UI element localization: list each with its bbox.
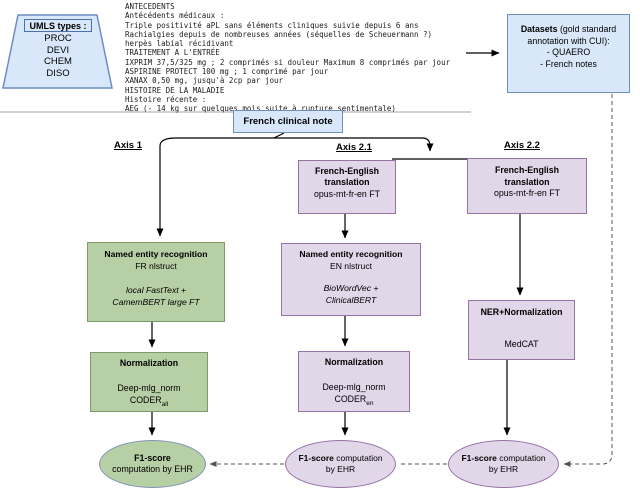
ner-axis1-models: local FastText + CamemBERT large FT — [112, 285, 200, 307]
translation-box-axis22: French-English translation opus-mt-fr-en… — [467, 158, 587, 214]
f1-ellipse-axis1: F1-score computation by EHR — [99, 440, 206, 488]
translation21-title2: translation — [324, 177, 370, 188]
translation21-title1: French-English — [314, 166, 380, 176]
french-clinical-note-box: French clinical note — [233, 110, 343, 133]
norm-axis21-coder: CODERen — [299, 393, 409, 410]
f1-axis1-line2: computation by EHR — [112, 464, 193, 474]
dashed-datasets-to-f1-axis22 — [563, 94, 613, 467]
f1-ellipse-axis21: F1-score computation by EHR — [285, 440, 396, 488]
f1-axis22-bold: F1-score — [461, 453, 497, 464]
f1-axis1-line1: F1-score — [134, 453, 171, 464]
norm-axis21-coder-sub: en — [366, 399, 374, 407]
f1-axis21-line1: F1-score computation — [298, 453, 382, 464]
norm-axis1-title: Normalization — [119, 358, 179, 368]
ner-box-axis21: Named entity recognition EN nlstruct Bio… — [281, 243, 421, 316]
translation22-title2: translation — [504, 176, 550, 187]
ner-axis21-models: BioWordVec + ClinicalBERT — [323, 283, 379, 305]
norm-axis21-model: Deep-mlg_norm — [322, 382, 386, 392]
axis2-1-label: Axis 2.1 — [336, 142, 372, 153]
norm-axis21-coder-base: CODER — [334, 394, 367, 404]
norm-axis1-coder: CODERall — [91, 394, 207, 411]
axis1-label: Axis 1 — [114, 140, 142, 151]
datasets-item-french-notes: - French notes — [540, 58, 597, 69]
translation21-model: opus-mt-fr-en FT — [314, 188, 380, 199]
datasets-item-quaero: - QUAERO — [546, 47, 591, 58]
medcat-box-title: NER+Normalization — [480, 307, 563, 317]
axis2-2-label: Axis 2.2 — [504, 140, 540, 151]
f1-axis22-line1: F1-score computation — [461, 453, 545, 464]
f1-axis22-line2: by EHR — [488, 464, 519, 474]
f1-ellipse-axis22: F1-score computation by EHR — [448, 440, 559, 488]
translation22-model: opus-mt-fr-en FT — [494, 188, 560, 199]
translation-box-axis21: French-English translation opus-mt-fr-en… — [298, 160, 396, 214]
datasets-title-rest: (gold standard annotation with CUI): — [527, 24, 617, 46]
ner-axis1-framework: FR nlstruct — [135, 261, 177, 271]
clinical-note-text: ANTECEDENTS Antécédents médicaux : Tripl… — [125, 2, 451, 114]
f1-axis21-rest: computation — [333, 453, 383, 464]
f1-axis21-line2: by EHR — [325, 464, 356, 474]
ner-axis21-framework: EN nlstruct — [329, 261, 373, 271]
arrow-note-to-axis1 — [156, 132, 285, 237]
f1-axis22-rest: computation — [496, 453, 546, 464]
umls-types-label: UMLS types : — [24, 19, 92, 32]
ner-norm-box-axis22: NER+Normalization MedCAT — [468, 300, 575, 360]
datasets-title-bold: Datasets — [520, 24, 558, 34]
f1-axis21-bold: F1-score — [298, 453, 334, 464]
datasets-box: Datasets (gold standard annotation with … — [507, 14, 630, 93]
norm-axis1-coder-sub: all — [161, 400, 169, 408]
ner-axis1-title: Named entity recognition — [104, 249, 208, 259]
ner-axis21-title: Named entity recognition — [299, 249, 403, 259]
translation22-title1: French-English — [494, 165, 560, 175]
umls-types-list: PROC DEVI CHEM DISO — [44, 33, 72, 79]
norm-axis21-title: Normalization — [324, 357, 384, 367]
normalization-box-axis1: Normalization Deep-mlg_norm CODERall — [90, 352, 208, 412]
normalization-box-axis21: Normalization Deep-mlg_norm CODERen — [298, 351, 410, 412]
norm-axis1-model: Deep-mlg_norm — [117, 383, 181, 393]
datasets-title: Datasets (gold standard annotation with … — [508, 24, 629, 47]
norm-axis1-coder-base: CODER — [129, 395, 162, 405]
medcat-box-model: MedCAT — [504, 339, 539, 349]
ner-box-axis1: Named entity recognition FR nlstruct loc… — [87, 242, 225, 322]
